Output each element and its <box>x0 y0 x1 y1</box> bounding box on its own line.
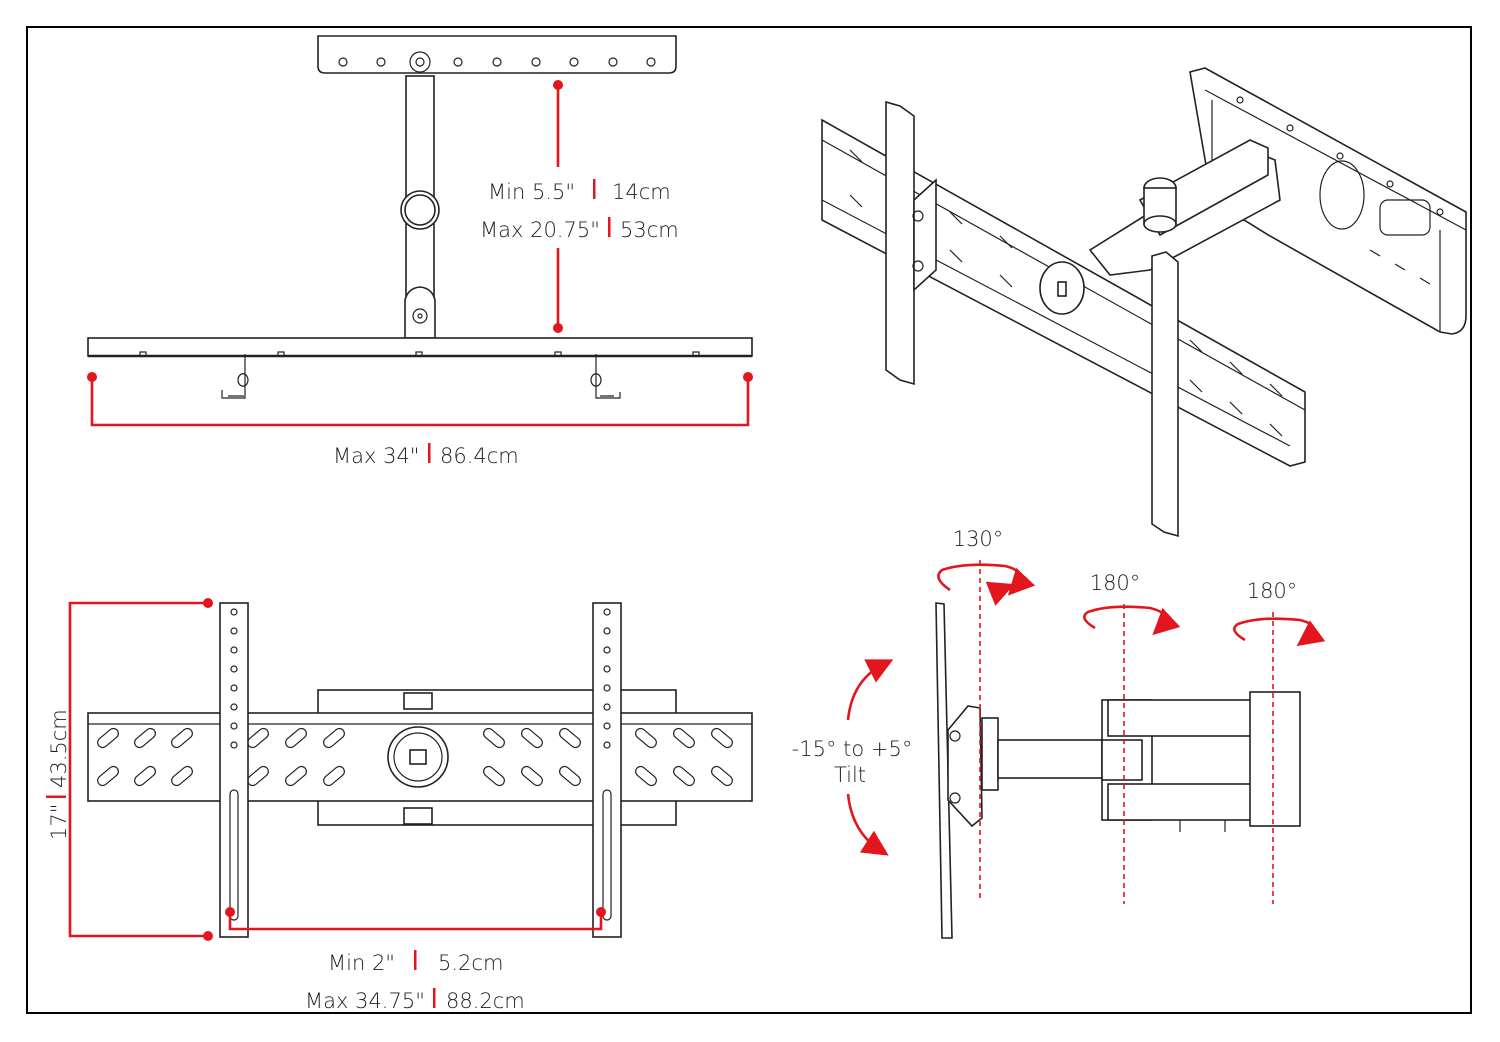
slot <box>285 727 307 749</box>
bracket-hole <box>603 703 611 711</box>
tilt-range-label: -15° to +5° <box>792 737 913 761</box>
ceiling-plate <box>317 35 677 74</box>
bracket-hole <box>230 665 238 673</box>
swivel-2-label: 180° <box>1090 571 1141 595</box>
bracket-hole <box>603 627 611 635</box>
slot <box>134 727 156 749</box>
hook-left <box>221 354 249 399</box>
arm-pole <box>405 75 435 297</box>
swivel-3-label: 180° <box>1247 579 1298 603</box>
vertical-bracket-right <box>1151 251 1179 538</box>
spacing-min-imperial: Min 2" <box>328 951 395 975</box>
slot <box>635 727 657 749</box>
bracket-hole <box>603 608 611 616</box>
side-view: 130° 180° 180° -15° to +5° Tilt <box>792 527 1326 939</box>
slot <box>483 765 505 787</box>
bracket-hole <box>230 646 238 654</box>
front-view: 17" 43.5cm Min 2" 5.2cm Max 34.75" 88.2c… <box>46 598 753 1013</box>
slot <box>711 727 733 749</box>
slot <box>171 727 193 749</box>
spacing-max-imperial: Max 34.75" <box>305 989 425 1013</box>
depth-min-imperial: Min 5.5" <box>488 180 575 204</box>
slot <box>673 765 695 787</box>
bracket-hole <box>603 665 611 673</box>
bracket-hole <box>230 684 238 692</box>
slot <box>97 727 119 749</box>
slot <box>97 765 119 787</box>
slot <box>521 765 543 787</box>
slot <box>559 765 581 787</box>
height-imperial: 17" <box>47 804 71 840</box>
slot <box>635 765 657 787</box>
slot <box>285 765 307 787</box>
slot <box>483 727 505 749</box>
diagram-frame <box>26 26 1472 1014</box>
width-max-imperial: Max 34" <box>333 444 419 468</box>
bracket-hole <box>603 684 611 692</box>
tv-rail <box>87 337 753 357</box>
spacing-min-metric: 5.2cm <box>438 951 503 975</box>
bracket-hole <box>603 646 611 654</box>
bracket-hole <box>603 741 611 749</box>
tilt-label: Tilt <box>834 763 866 787</box>
depth-min-metric: 14cm <box>612 180 671 204</box>
bracket-hole <box>603 722 611 730</box>
height-metric: 43.5cm <box>47 709 71 788</box>
vertical-bracket-left <box>219 602 249 938</box>
bracket-hole <box>230 722 238 730</box>
bracket-hole <box>230 741 238 749</box>
slot <box>673 727 695 749</box>
arm-joint <box>404 286 436 339</box>
crossbar-slots <box>849 149 1283 437</box>
wall-plate <box>1189 67 1467 335</box>
perspective-view <box>821 67 1467 538</box>
hook-right <box>590 354 621 399</box>
slot <box>171 765 193 787</box>
slot <box>711 765 733 787</box>
width-max-metric: 86.4cm <box>440 444 519 468</box>
slot <box>521 727 543 749</box>
crossbar-slots <box>97 727 733 787</box>
top-view: Min 5.5" 14cm Max 20.75" 53cm Max 34" 86… <box>87 35 753 468</box>
bracket-hole <box>230 627 238 635</box>
slot <box>247 727 269 749</box>
slot <box>559 727 581 749</box>
tv-bracket-side <box>935 602 953 939</box>
bracket-holes <box>230 608 611 749</box>
vertical-bracket-right <box>592 602 622 938</box>
spacing-max-metric: 88.2cm <box>446 989 525 1013</box>
depth-max-metric: 53cm <box>620 218 679 242</box>
vertical-bracket-left <box>885 100 915 386</box>
depth-max-imperial: Max 20.75" <box>480 218 600 242</box>
slot <box>323 765 345 787</box>
slot <box>323 727 345 749</box>
bracket-hole <box>230 703 238 711</box>
slot <box>134 765 156 787</box>
plate-holes <box>338 51 656 73</box>
swivel-1-label: 130° <box>953 527 1004 551</box>
bracket-hole <box>230 608 238 616</box>
slot <box>247 765 269 787</box>
